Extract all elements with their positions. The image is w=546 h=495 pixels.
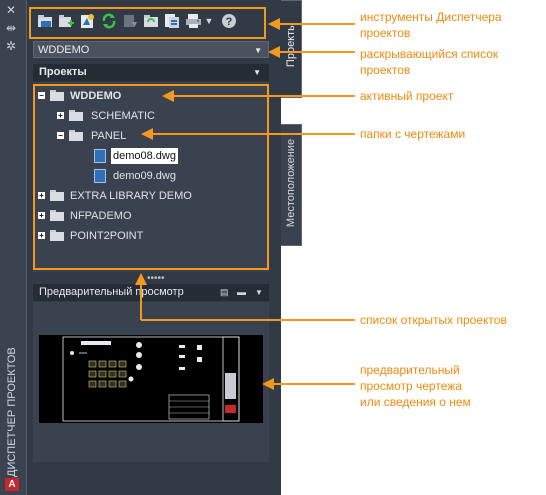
project-tree: − WDDEMO + SCHEMATIC − PANEL demo08.dwg … bbox=[33, 82, 269, 272]
splitter-grip[interactable]: ••••• bbox=[147, 273, 165, 284]
callout-line: проектов bbox=[360, 26, 411, 40]
drawing-preview-thumbnail bbox=[39, 335, 263, 423]
project-folder-icon bbox=[50, 210, 64, 221]
settings-icon[interactable]: ✲ bbox=[6, 39, 17, 53]
project-manager-toolbar: ▼ ? bbox=[32, 10, 266, 34]
publish-icon[interactable] bbox=[163, 12, 181, 30]
autocad-logo-icon: A bbox=[5, 478, 19, 491]
callout-line: проектов bbox=[360, 63, 411, 77]
folder-icon bbox=[69, 130, 83, 141]
preview-section-header[interactable]: Предварительный просмотр ▤ ▬ ▼ bbox=[33, 284, 269, 301]
collapse-icon[interactable]: − bbox=[38, 91, 45, 100]
highlight-toolbar bbox=[29, 7, 266, 39]
tab-location[interactable]: Местоположение bbox=[281, 124, 302, 246]
drawing-file-icon bbox=[94, 169, 106, 183]
expand-icon[interactable]: + bbox=[57, 111, 64, 120]
tree-item-project[interactable]: + EXTRA LIBRARY DEMO bbox=[38, 188, 258, 204]
tree-item-label: NFPADEMO bbox=[70, 210, 132, 222]
preview-section-title: Предварительный просмотр bbox=[39, 286, 184, 298]
tree-item-project[interactable]: + POINT2POINT bbox=[38, 228, 238, 244]
tree-item-label: WDDEMO bbox=[70, 90, 122, 102]
pin-icon[interactable]: ⇹ bbox=[6, 21, 17, 35]
projects-section-header[interactable]: Проекты ▼ bbox=[33, 64, 269, 81]
expand-icon[interactable]: + bbox=[38, 231, 45, 240]
expand-icon[interactable]: + bbox=[38, 191, 45, 200]
callout-dropdown: раскрывающийся список проектов bbox=[360, 46, 498, 78]
callout-open-projects: список открытых проектов bbox=[360, 313, 507, 327]
tree-item-label: SCHEMATIC bbox=[91, 110, 155, 122]
project-folder-icon bbox=[50, 190, 64, 201]
tree-item-label: POINT2POINT bbox=[70, 230, 144, 242]
callout-toolbar: инструменты Диспетчера проектов bbox=[360, 9, 502, 41]
details-icon[interactable]: ▤ bbox=[220, 287, 229, 297]
refresh-icon[interactable] bbox=[100, 12, 118, 30]
tree-item-drawing[interactable]: demo08.dwg bbox=[94, 148, 244, 164]
help-icon[interactable]: ? bbox=[220, 12, 238, 30]
dropdown-arrow-icon[interactable]: ▼ bbox=[204, 16, 214, 26]
callout-active-project: активный проект bbox=[360, 89, 454, 103]
new-project-icon[interactable] bbox=[57, 12, 75, 30]
project-folder-icon bbox=[50, 230, 64, 241]
tree-item-folder-schematic[interactable]: + SCHEMATIC bbox=[57, 108, 237, 124]
callout-line: инструменты Диспетчера bbox=[360, 10, 502, 24]
project-dropdown-value: WDDEMO bbox=[38, 44, 90, 56]
projects-section-title: Проекты bbox=[39, 66, 87, 78]
project-wide-update-icon[interactable] bbox=[142, 12, 160, 30]
project-dropdown[interactable]: WDDEMO ▼ bbox=[33, 41, 269, 58]
close-icon[interactable]: ✕ bbox=[6, 3, 17, 17]
callout-line: предварительный bbox=[360, 363, 460, 377]
tree-item-project[interactable]: + NFPADEMO bbox=[38, 208, 238, 224]
preview-image-icon[interactable]: ▬ bbox=[237, 287, 246, 297]
update-retag-icon[interactable] bbox=[121, 12, 139, 30]
tree-item-label: EXTRA LIBRARY DEMO bbox=[70, 190, 192, 202]
callout-line: или сведения о нем bbox=[360, 395, 471, 409]
callout-line: просмотр чертежа bbox=[360, 379, 462, 393]
project-folder-icon bbox=[50, 90, 64, 101]
collapse-icon[interactable]: − bbox=[57, 131, 64, 140]
tree-item-label: PANEL bbox=[91, 130, 127, 142]
project-manager-title-bar: ✕ ⇹ ✲ ДИСПЕТЧЕР ПРОЕКТОВ A bbox=[0, 0, 27, 495]
highlight-project-list bbox=[33, 84, 269, 270]
callout-preview: предварительный просмотр чертежа или све… bbox=[360, 362, 471, 410]
new-drawing-icon[interactable] bbox=[78, 12, 96, 30]
preview-area bbox=[33, 302, 269, 462]
folder-icon bbox=[69, 110, 83, 121]
tree-item-label: demo08.dwg bbox=[111, 148, 178, 164]
drawing-file-icon bbox=[94, 149, 106, 163]
callout-folders: папки с чертежами bbox=[360, 127, 466, 141]
project-manager-panel: ▼ ? WDDEMO ▼ Проекты ▼ − WDDEMO + SCHEMA… bbox=[27, 0, 281, 495]
chevron-down-icon[interactable]: ▼ bbox=[255, 288, 263, 297]
open-project-icon[interactable] bbox=[36, 12, 54, 30]
tree-item-active-project[interactable]: − WDDEMO bbox=[38, 88, 238, 104]
chevron-down-icon[interactable]: ▼ bbox=[254, 46, 262, 55]
expand-icon[interactable]: + bbox=[38, 211, 45, 220]
tree-item-label: demo09.dwg bbox=[113, 170, 176, 182]
plot-icon[interactable] bbox=[184, 12, 202, 30]
tree-item-folder-panel[interactable]: − PANEL bbox=[57, 128, 237, 144]
svg-text:?: ? bbox=[226, 16, 233, 28]
tree-item-drawing[interactable]: demo09.dwg bbox=[94, 168, 244, 184]
chevron-down-icon[interactable]: ▼ bbox=[253, 68, 261, 77]
callout-line: раскрывающийся список bbox=[360, 47, 499, 61]
